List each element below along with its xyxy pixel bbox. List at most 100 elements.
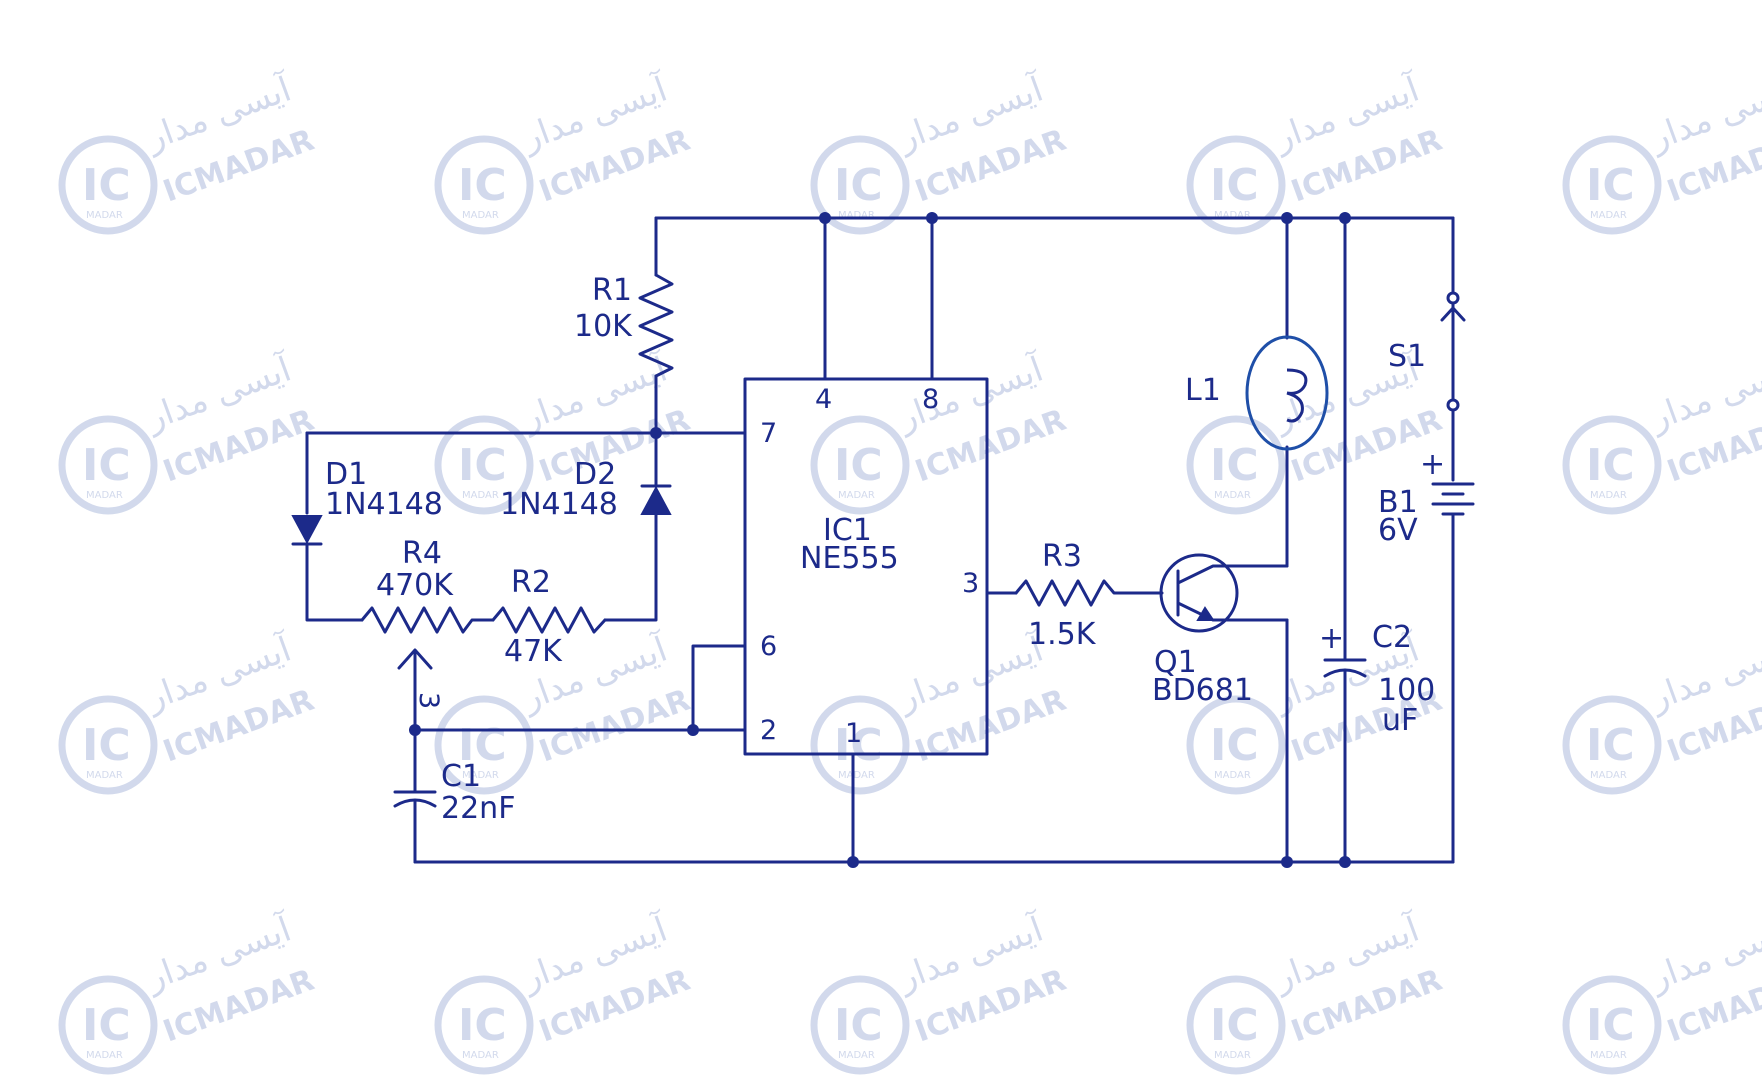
watermark-badge: IC: [1210, 160, 1259, 211]
pin-label-8: 8: [922, 384, 939, 415]
watermark-badge-sub: MADAR: [1590, 210, 1627, 221]
q1-ref: Q1: [1154, 645, 1197, 680]
wire-pin6: [691, 644, 747, 732]
r2-resistor: [491, 606, 607, 634]
ic1-value: NE555: [800, 541, 899, 576]
watermark-badge-ring: [58, 975, 158, 1075]
c2-plus: +: [1319, 621, 1344, 656]
watermark-badge-ring: [810, 975, 910, 1075]
watermark-persian: آیسی مدار: [1643, 908, 1762, 999]
pin-label-2: 2: [760, 715, 777, 746]
q1-body: [1159, 553, 1239, 633]
pin-label-6: 6: [760, 631, 777, 662]
r1-ref: R1: [592, 273, 632, 308]
pin-label-1: 1: [845, 718, 862, 749]
junction-dot: [847, 856, 859, 868]
watermark-badge-sub: MADAR: [838, 490, 875, 501]
watermark-badge-sub: MADAR: [462, 770, 499, 781]
watermark-badge-ring: [810, 695, 910, 795]
junction-dot: [409, 724, 421, 736]
d1-ref: D1: [325, 457, 367, 492]
watermark-badge-sub: MADAR: [1590, 1050, 1627, 1061]
watermark-badge-sub: MADAR: [462, 1050, 499, 1061]
watermark-badge-sub: MADAR: [838, 770, 875, 781]
b1-value: 6V: [1378, 513, 1418, 548]
watermark-badge: IC: [834, 160, 883, 211]
watermark-badge: IC: [82, 440, 131, 491]
r4-resistor: [360, 606, 495, 634]
watermark-badge: IC: [458, 440, 507, 491]
r2-value: 47K: [504, 634, 563, 669]
watermark-badge-sub: MADAR: [86, 210, 123, 221]
c1-value: 22nF: [441, 791, 515, 826]
watermark-badge-ring: [434, 695, 534, 795]
r4-value: 470K: [376, 568, 454, 603]
watermark-badge: IC: [834, 1000, 883, 1051]
watermark-badge: IC: [82, 720, 131, 771]
watermark-badge-ring: [434, 415, 534, 515]
watermark-badge-ring: [434, 975, 534, 1075]
r3-ref: R3: [1042, 539, 1082, 574]
watermark-badge-sub: MADAR: [838, 210, 875, 221]
junction-dot: [1339, 212, 1351, 224]
watermark-badge: IC: [82, 1000, 131, 1051]
watermark-badge: IC: [1586, 720, 1635, 771]
junction-dot: [650, 427, 662, 439]
c2-value: 100: [1378, 673, 1435, 708]
r3-value: 1.5K: [1028, 617, 1097, 652]
watermark-persian: آیسی مدار: [1643, 68, 1762, 159]
watermark-badge-ring: [58, 415, 158, 515]
ic1-body: [743, 377, 989, 756]
watermark-badge-ring: [810, 135, 910, 235]
junction-dot: [926, 212, 938, 224]
r1-value: 10K: [574, 309, 633, 344]
watermark-badge: IC: [458, 1000, 507, 1051]
pin-label-7: 7: [760, 418, 777, 449]
r3-resistor: [1014, 579, 1164, 607]
d2-triangle: [640, 485, 672, 515]
l1-lamp: [1245, 335, 1329, 451]
s1-ref: S1: [1388, 339, 1426, 374]
d2-ref: D2: [574, 457, 616, 492]
junction-dot: [1339, 856, 1351, 868]
d1-value: 1N4148: [325, 487, 443, 522]
q1-value: BD681: [1152, 673, 1253, 708]
watermark-badge-sub: MADAR: [1214, 210, 1251, 221]
r4-wiper-label: 3: [413, 692, 444, 709]
watermark-badge-sub: MADAR: [838, 1050, 875, 1061]
c2-ref: C2: [1372, 620, 1412, 655]
ic1-ref: IC1: [823, 513, 872, 548]
watermark-badge-ring: [1186, 695, 1286, 795]
watermark-badge-ring: [1562, 415, 1662, 515]
watermark-badge-sub: MADAR: [1214, 1050, 1251, 1061]
watermark-badge-sub: MADAR: [462, 490, 499, 501]
watermark-badge-ring: [1562, 975, 1662, 1075]
watermark-badge: IC: [1586, 160, 1635, 211]
watermark-badge-ring: [1186, 415, 1286, 515]
q1-collector: [1176, 564, 1289, 585]
watermark-badge-sub: MADAR: [1590, 490, 1627, 501]
d1-triangle: [291, 515, 323, 545]
b1-plus: +: [1420, 447, 1445, 482]
l1-filament: [1286, 368, 1308, 423]
watermark-badge: IC: [1210, 440, 1259, 491]
pin-label-3: 3: [962, 568, 979, 599]
watermark-badge: IC: [458, 160, 507, 211]
watermark-badge-ring: [58, 695, 158, 795]
r2-ref: R2: [511, 565, 551, 600]
s1-contact-top: [1446, 291, 1460, 305]
wire-d2-bottom: [603, 512, 658, 622]
watermark-badge-sub: MADAR: [1214, 490, 1251, 501]
